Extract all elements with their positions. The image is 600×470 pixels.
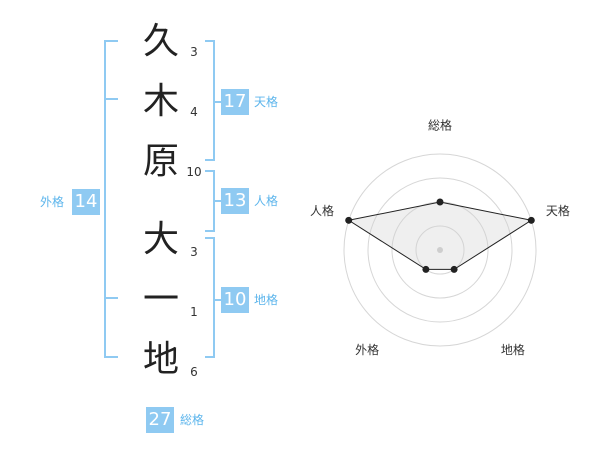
radar-axis-label: 外格: [355, 342, 379, 357]
stroke-count-4: 3: [190, 245, 198, 259]
tenkaku-bracket-connector: [213, 101, 221, 103]
radar-point: [527, 216, 535, 224]
stroke-count-1: 3: [190, 45, 198, 59]
soukaku-label: 総格: [180, 413, 205, 427]
gaikaku-bracket: [104, 40, 118, 358]
radar-area: [347, 201, 533, 270]
gaikaku-label: 外格: [40, 195, 65, 209]
chikaku-bracket: [205, 237, 215, 358]
radar-point: [450, 265, 458, 273]
jinkaku-label: 人格: [254, 194, 279, 208]
chikaku-bracket-connector: [213, 299, 221, 301]
radar-axis-label: 人格: [310, 203, 334, 218]
radar-point: [422, 265, 430, 273]
soukaku-value: 27: [146, 407, 174, 433]
radar-point: [345, 216, 353, 224]
gaikaku-value: 14: [72, 189, 100, 215]
radar-axis-label: 天格: [546, 203, 570, 218]
radar-axis-label: 地格: [501, 342, 525, 357]
radar-ring: [415, 225, 465, 275]
stroke-count-3: 10: [186, 165, 202, 179]
radar-ring: [391, 201, 489, 299]
tenkaku-label: 天格: [254, 95, 279, 109]
stroke-count-6: 6: [190, 365, 198, 379]
jinkaku-value: 13: [221, 188, 249, 214]
jinkaku-bracket-connector: [213, 200, 221, 202]
radar-ring: [367, 177, 513, 323]
radar-center-dot: [437, 247, 443, 253]
chikaku-value: 10: [221, 287, 249, 313]
gaikaku-bracket-tick-bottom: [104, 297, 118, 299]
tenkaku-value: 17: [221, 89, 249, 115]
stroke-count-2: 4: [190, 105, 198, 119]
stroke-count-5: 1: [190, 305, 198, 319]
radar-ring: [343, 153, 537, 347]
name-char-4: 大: [142, 219, 179, 260]
name-char-2: 木: [142, 81, 179, 122]
tenkaku-bracket: [205, 40, 215, 161]
radar-point: [436, 198, 444, 206]
radar-axis-label: 総格: [428, 118, 452, 133]
name-char-5: 一: [142, 279, 179, 320]
chikaku-label: 地格: [254, 293, 279, 307]
name-char-6: 地: [142, 339, 179, 380]
gaikaku-bracket-tick-top: [104, 98, 118, 100]
name-char-1: 久: [142, 21, 179, 62]
name-char-3: 原: [142, 141, 179, 182]
